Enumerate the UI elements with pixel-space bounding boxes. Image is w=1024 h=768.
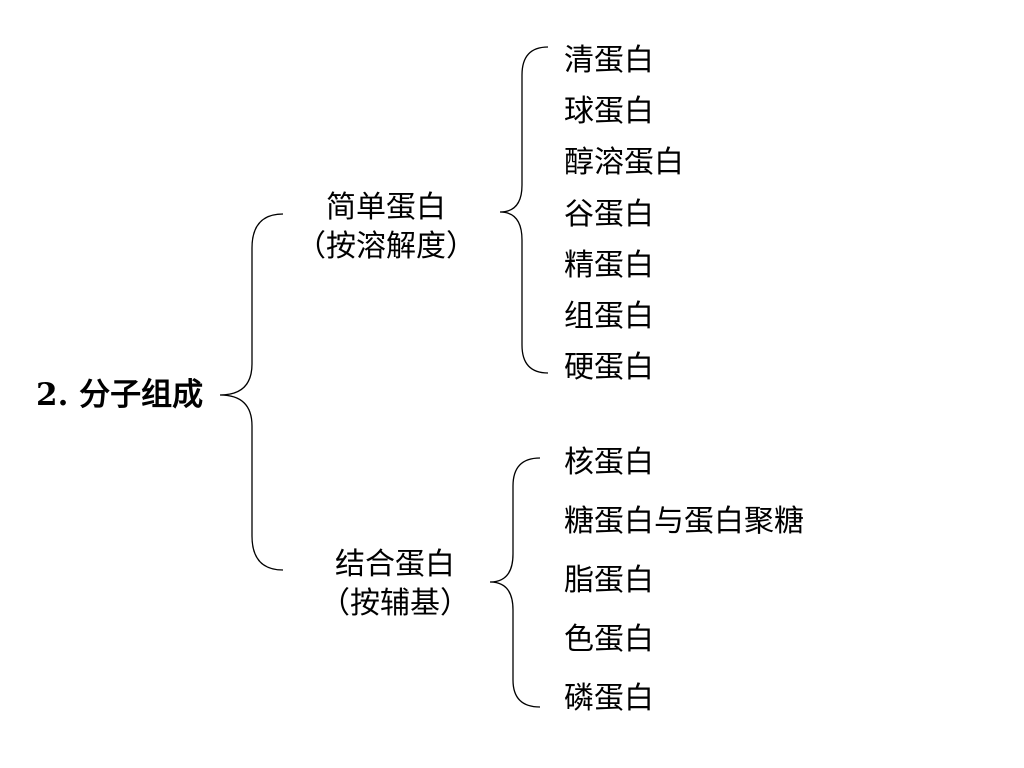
group-title-simple-protein: 简单蛋白 (326, 190, 446, 225)
root-label: 2. 分子组成 (36, 377, 204, 413)
list-item: 色蛋白 (564, 622, 654, 657)
group-subtitle-simple-protein: （按溶解度） (296, 229, 476, 264)
list-item: 清蛋白 (564, 43, 654, 78)
list-item: 核蛋白 (564, 445, 654, 480)
list-item: 谷蛋白 (564, 197, 654, 232)
list-item: 硬蛋白 (564, 350, 654, 385)
list-item: 醇溶蛋白 (564, 145, 684, 180)
list-item: 脂蛋白 (564, 563, 654, 598)
list-item: 精蛋白 (564, 248, 654, 283)
list-item: 球蛋白 (564, 94, 654, 129)
root-brace (219, 213, 284, 571)
conjugated-protein-brace (489, 457, 541, 708)
group-title-conjugated-protein: 结合蛋白 (335, 547, 455, 582)
list-item: 组蛋白 (564, 299, 654, 334)
list-item: 糖蛋白与蛋白聚糖 (564, 504, 804, 539)
simple-protein-brace (499, 46, 549, 374)
group-subtitle-conjugated-protein: （按辅基） (320, 586, 470, 621)
list-item: 磷蛋白 (564, 681, 654, 716)
